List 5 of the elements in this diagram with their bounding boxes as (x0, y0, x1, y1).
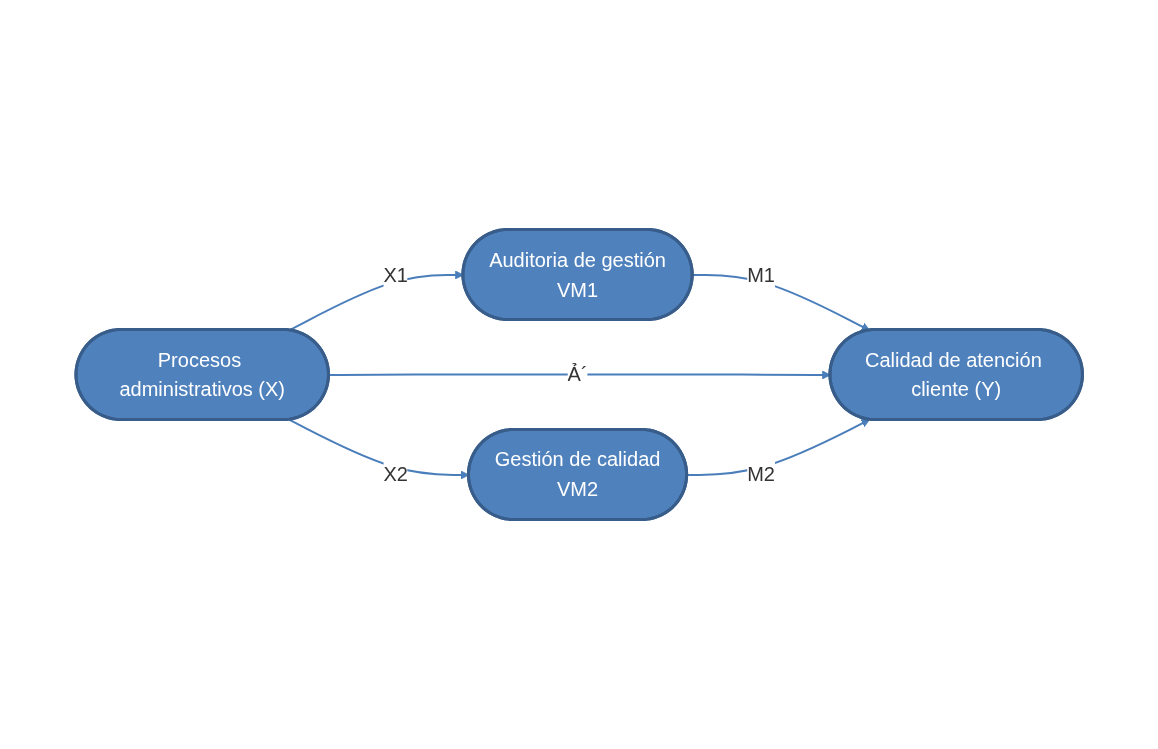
edge-label: X1 (383, 263, 408, 286)
edge-label: X2 (383, 463, 408, 486)
edge-label: Ả´ (567, 363, 588, 386)
edge-label: M1 (746, 263, 775, 286)
edge-label: M2 (746, 463, 775, 486)
